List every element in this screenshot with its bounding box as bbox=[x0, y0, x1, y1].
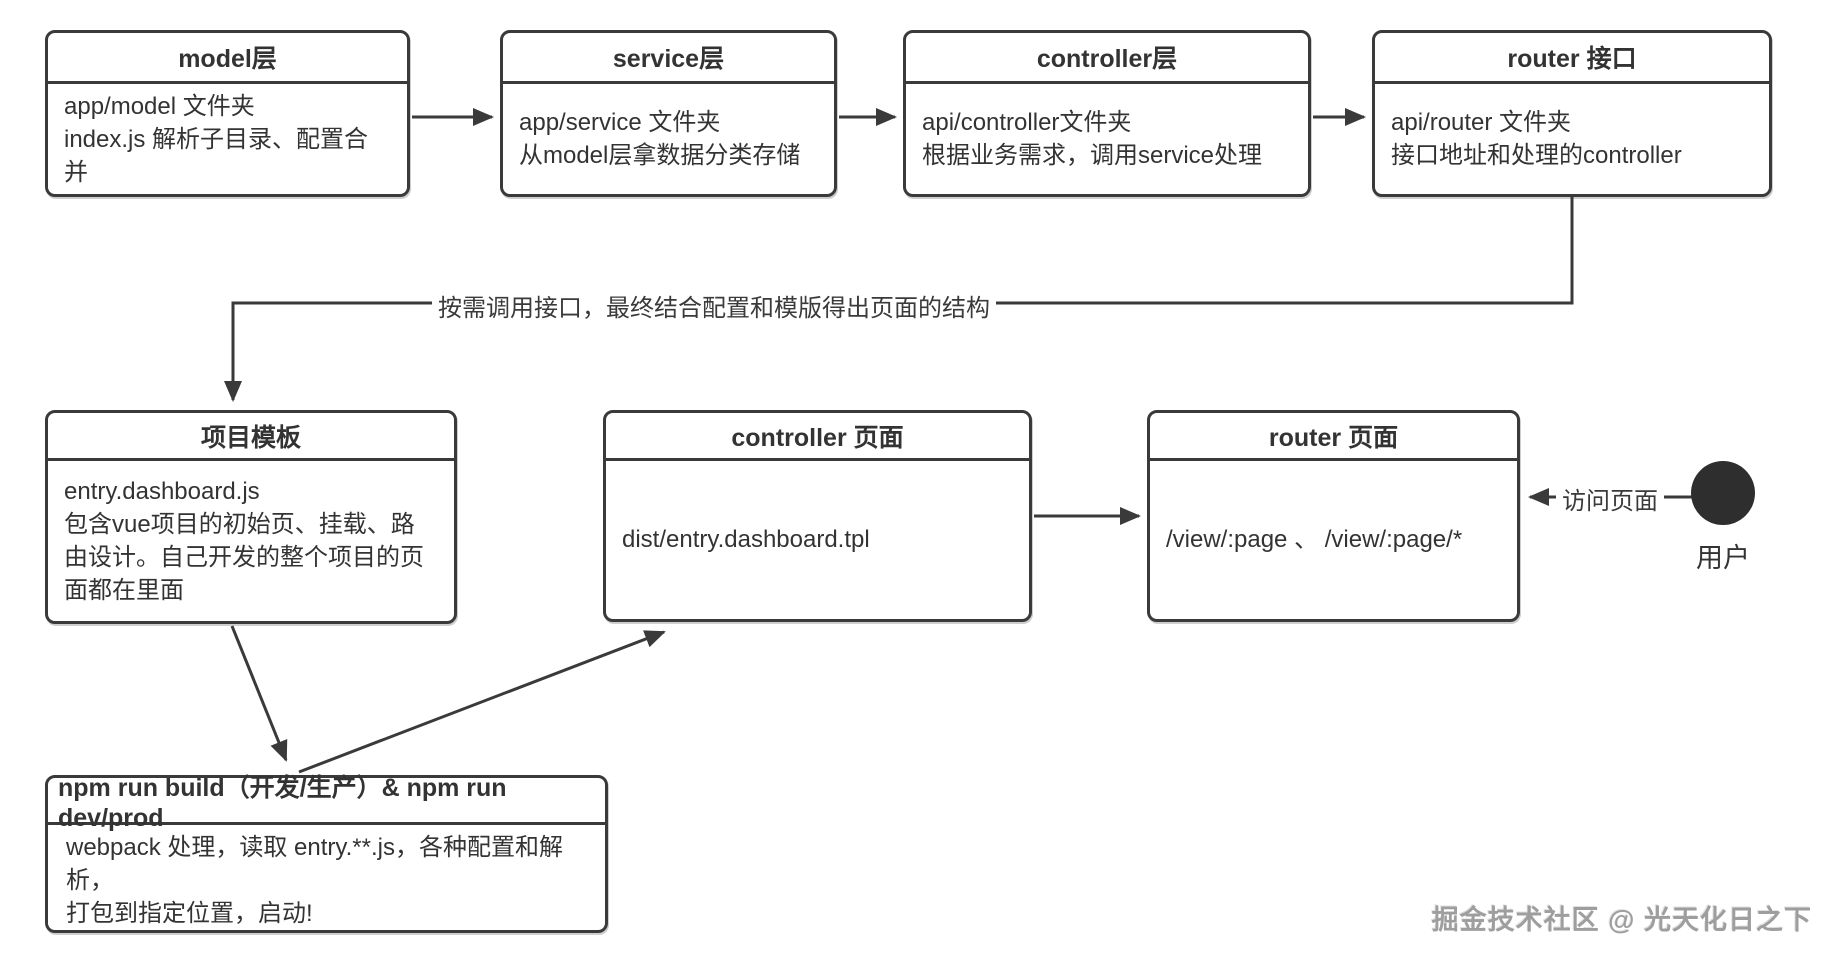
router-page-title: router 页面 bbox=[1150, 413, 1517, 461]
user-actor-icon bbox=[1691, 461, 1755, 525]
user-actor-label: 用户 bbox=[1696, 543, 1750, 573]
service-layer-line1: app/service 文件夹 bbox=[519, 108, 721, 136]
service-layer-box: service层 app/service 文件夹 从model层拿数据分类存储 bbox=[500, 30, 837, 197]
controller-layer-title: controller层 bbox=[906, 33, 1308, 84]
controller-layer-line2: 根据业务需求，调用service处理 bbox=[922, 142, 1263, 169]
controller-layer-body: api/controller文件夹 根据业务需求，调用service处理 bbox=[906, 84, 1308, 194]
npm-build-body: webpack 处理，读取 entry.**.js，各种配置和解析， 打包到指定… bbox=[48, 825, 605, 936]
arrow-template-to-build bbox=[230, 625, 288, 762]
model-layer-title: model层 bbox=[48, 33, 407, 84]
router-api-line1: api/router 文件夹 bbox=[1391, 108, 1572, 136]
npm-build-line1: webpack 处理，读取 entry.**.js，各种配置和解析， bbox=[66, 834, 563, 895]
flow-annotation-label: 按需调用接口，最终结合配置和模版得出页面的结构 bbox=[432, 288, 996, 323]
controller-layer-line1: api/controller文件夹 bbox=[922, 108, 1132, 136]
npm-build-line2: 打包到指定位置，启动! bbox=[66, 900, 313, 928]
project-template-box: 项目模板 entry.dashboard.js 包含vue项目的初始页、挂载、路… bbox=[45, 410, 457, 624]
npm-build-box: npm run build（开发/生产）& npm run dev/prod w… bbox=[45, 774, 608, 936]
model-layer-line2: index.js 解析子目录、配置合并 bbox=[64, 126, 369, 187]
project-template-line1: entry.dashboard.js bbox=[64, 477, 260, 505]
service-layer-body: app/service 文件夹 从model层拿数据分类存储 bbox=[503, 84, 834, 194]
router-api-box: router 接口 api/router 文件夹 接口地址和处理的control… bbox=[1372, 30, 1772, 197]
project-template-line2: 包含vue项目的初始页、挂载、路由设计。自己开发的整个项目的页面都在里面 bbox=[64, 510, 424, 605]
controller-page-box: controller 页面 dist/entry.dashboard.tpl bbox=[603, 410, 1032, 622]
router-api-title: router 接口 bbox=[1375, 33, 1769, 84]
router-api-line2: 接口地址和处理的controller bbox=[1391, 142, 1682, 169]
model-layer-body: app/model 文件夹 index.js 解析子目录、配置合并 bbox=[48, 84, 407, 195]
model-layer-line1: app/model 文件夹 bbox=[64, 93, 255, 120]
controller-layer-box: controller层 api/controller文件夹 根据业务需求，调用s… bbox=[903, 30, 1311, 197]
router-page-body: /view/:page 、 /view/:page/* bbox=[1150, 461, 1517, 619]
npm-build-title: npm run build（开发/生产）& npm run dev/prod bbox=[48, 774, 605, 832]
controller-page-text: dist/entry.dashboard.tpl bbox=[622, 526, 870, 554]
watermark-text: 掘金技术社区 @ 光天化日之下 bbox=[1431, 905, 1812, 935]
controller-page-title: controller 页面 bbox=[606, 413, 1029, 461]
project-template-body: entry.dashboard.js 包含vue项目的初始页、挂载、路由设计。自… bbox=[48, 461, 454, 621]
service-layer-title: service层 bbox=[503, 33, 834, 84]
arrow-build-to-controller-page bbox=[298, 630, 666, 774]
model-layer-box: model层 app/model 文件夹 index.js 解析子目录、配置合并 bbox=[45, 30, 410, 197]
controller-page-body: dist/entry.dashboard.tpl bbox=[606, 461, 1029, 619]
router-api-body: api/router 文件夹 接口地址和处理的controller bbox=[1375, 84, 1769, 194]
router-page-box: router 页面 /view/:page 、 /view/:page/* bbox=[1147, 410, 1520, 622]
router-page-text: /view/:page 、 /view/:page/* bbox=[1166, 526, 1463, 554]
service-layer-line2: 从model层拿数据分类存储 bbox=[519, 142, 801, 169]
visit-page-label: 访问页面 bbox=[1556, 481, 1664, 516]
project-template-title: 项目模板 bbox=[48, 413, 454, 461]
